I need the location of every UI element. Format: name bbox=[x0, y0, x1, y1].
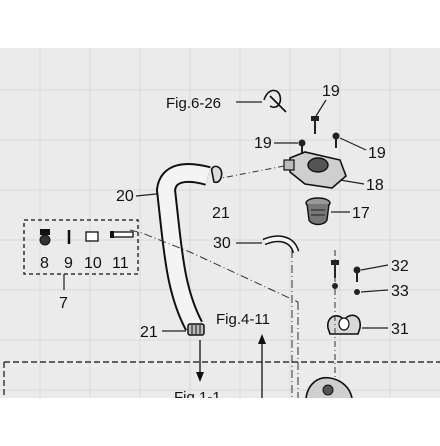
callout-8: 8 bbox=[40, 255, 49, 272]
arrow-to-fig-1-1-head bbox=[196, 372, 204, 382]
water-pump-part bbox=[305, 376, 353, 399]
bolt-19-top bbox=[311, 116, 319, 134]
callout-21-lower: 21 bbox=[140, 324, 158, 341]
callout-10: 10 bbox=[84, 255, 102, 272]
thermostat-housing-part bbox=[283, 151, 347, 189]
callout-31: 31 bbox=[391, 321, 409, 338]
callout-19-left: 19 bbox=[254, 135, 272, 152]
callout-19-right: 19 bbox=[368, 145, 386, 162]
callout-30: 30 bbox=[213, 235, 231, 252]
assembly-axis-line bbox=[221, 165, 285, 179]
bypass-hose-part bbox=[263, 236, 298, 253]
kit-part-11 bbox=[110, 231, 134, 238]
kit-7-box bbox=[23, 219, 139, 275]
leader-18 bbox=[339, 179, 365, 185]
callout-17: 17 bbox=[352, 205, 370, 222]
callout-21-upper: 21 bbox=[212, 205, 230, 222]
ref-fig-6-26: Fig.6-26 bbox=[166, 95, 221, 112]
callout-18: 18 bbox=[366, 177, 384, 194]
callout-9: 9 bbox=[64, 255, 73, 272]
arrow-from-fig-4-11-head bbox=[258, 334, 266, 344]
callout-7: 7 bbox=[59, 295, 68, 312]
kit-part-8 bbox=[39, 229, 51, 246]
callout-19-top: 19 bbox=[322, 83, 340, 100]
leader-32 bbox=[360, 264, 389, 271]
bolt-32-right bbox=[353, 266, 361, 282]
callout-20: 20 bbox=[116, 188, 134, 205]
leader-19-top bbox=[315, 99, 327, 117]
grid-lines bbox=[0, 48, 440, 398]
leader-19-right bbox=[339, 137, 367, 151]
coolant-hose-part bbox=[155, 163, 211, 331]
ref-fig-4-11: Fig.4-11 bbox=[216, 311, 270, 328]
thermostat-part bbox=[305, 197, 331, 226]
hose-clip-21-lower bbox=[187, 323, 205, 336]
callout-33: 33 bbox=[391, 283, 409, 300]
leader-33 bbox=[360, 289, 389, 293]
bolt-19-right bbox=[332, 132, 340, 148]
bottom-margin bbox=[0, 398, 440, 446]
bracket-31-part bbox=[327, 314, 361, 335]
spring-clamp-part bbox=[263, 89, 287, 113]
guide-line-kit bbox=[129, 229, 299, 303]
hose-clip-21-upper bbox=[210, 165, 223, 184]
kit-part-10 bbox=[85, 231, 99, 242]
engine-outline-dashed bbox=[3, 361, 440, 398]
callout-11: 11 bbox=[112, 255, 129, 272]
callout-32: 32 bbox=[391, 258, 409, 275]
